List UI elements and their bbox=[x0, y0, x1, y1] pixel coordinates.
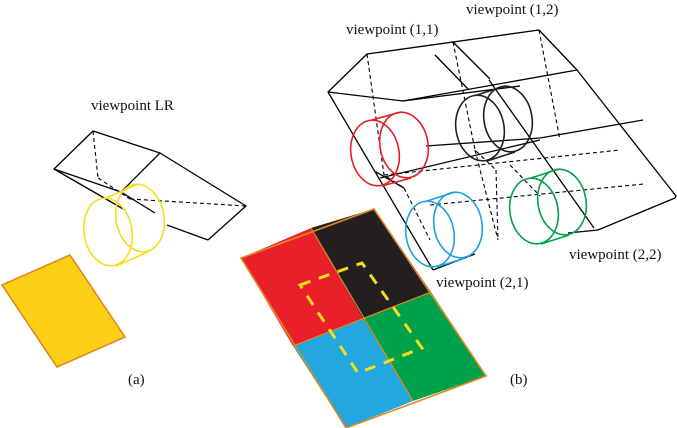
cylinder-1-2 bbox=[454, 85, 534, 162]
cylinder-front-ellipse bbox=[82, 197, 134, 267]
dashed-view-outline bbox=[297, 261, 425, 375]
viewpoint-2-2-label: viewpoint (2,2) bbox=[569, 247, 661, 263]
viewpoint-lr-label: viewpoint LR bbox=[91, 98, 174, 114]
caption-a: (a) bbox=[128, 372, 145, 388]
viewpoint-1-2-label: viewpoint (1,2) bbox=[466, 2, 558, 18]
caption-b: (b) bbox=[510, 372, 528, 388]
cylinder-2-2 bbox=[508, 168, 588, 245]
panel-a: viewpoint LR (a) bbox=[0, 98, 247, 388]
panel-a-box bbox=[53, 130, 247, 241]
tile-1-2 bbox=[311, 209, 431, 319]
panel-b-tile-grid bbox=[239, 208, 488, 428]
viewpoint-2-1-label: viewpoint (2,1) bbox=[436, 275, 528, 291]
cylinder-2-1 bbox=[404, 191, 484, 268]
panel-a-cylinder bbox=[82, 183, 166, 267]
tile-2-1 bbox=[293, 319, 413, 428]
cylinder-back-ellipse bbox=[114, 183, 166, 253]
panel-a-tile bbox=[0, 253, 127, 369]
viewpoint-1-1-label: viewpoint (1,1) bbox=[346, 22, 438, 38]
cylinder-1-1 bbox=[349, 111, 430, 187]
tile-2-2 bbox=[363, 292, 486, 401]
panel-b: viewpoint (1,1) viewpoint (1,2) viewpoin… bbox=[239, 2, 677, 428]
